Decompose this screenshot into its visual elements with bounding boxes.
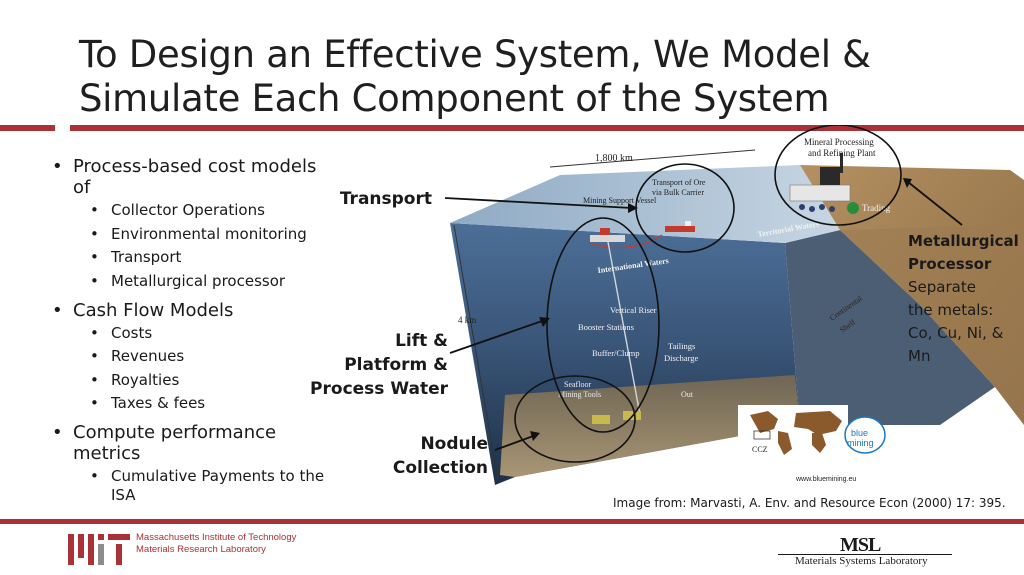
title-line-1: To Design an Effective System, We Model … — [79, 33, 871, 76]
arrow-transport — [444, 197, 633, 209]
metallurgical-body-line: Mn — [908, 347, 931, 365]
sub-bullet-item: Costs — [52, 324, 327, 343]
title-line-2: Simulate Each Component of the System — [79, 77, 830, 120]
continental-slope — [840, 225, 1024, 425]
callout-ellipse-processing — [774, 125, 902, 226]
arrow-nodule — [494, 434, 537, 451]
image-credit: Image from: Marvasti, A. Env. and Resour… — [613, 496, 1006, 510]
discharge-label: Discharge — [664, 353, 699, 363]
sub-bullet-item: Environmental monitoring — [52, 225, 327, 244]
out-label: Out — [681, 390, 694, 399]
lift-callout-label: Lift & Platform & Process Water — [300, 329, 448, 401]
arrowhead-metallurgical — [903, 178, 912, 188]
blue-mining-logo: blue mining — [844, 416, 886, 454]
nodule-callout-label: Nodule Collection — [380, 432, 488, 480]
msl-logo: MSL — [840, 534, 881, 556]
trading-label: Trading — [862, 203, 891, 213]
mit-lab: Materials Research Laboratory — [136, 544, 266, 555]
metallurgical-heading-line: Metallurgical — [908, 232, 1019, 250]
metallurgical-heading-line: Processor — [908, 255, 992, 273]
vertical-riser — [607, 241, 641, 416]
ocean-right-face — [785, 230, 995, 425]
blue-mining-word-1: blue — [851, 428, 868, 438]
processing-plant — [789, 153, 851, 212]
seafloor — [500, 375, 800, 477]
callout-ellipse-lift — [546, 217, 660, 433]
arrowhead-transport — [628, 203, 638, 213]
world-map — [738, 405, 848, 460]
arrowhead-lift — [539, 317, 550, 327]
bullet-list: Process-based cost models of Collector O… — [52, 156, 327, 514]
sub-bullet-item: Metallurgical processor — [52, 272, 327, 291]
sub-bullet-item: Taxes & fees — [52, 394, 327, 413]
transport-of-ore-label-2: via Bulk Carrier — [652, 188, 704, 197]
accent-bar-right — [70, 125, 1024, 131]
booster-stations-label: Booster Stations — [578, 322, 634, 332]
deep-sea-mining-illustration: 1,800 km 4 km Trading Mineral Processing… — [444, 125, 1024, 485]
seafloor-label: Seafloor — [564, 380, 591, 389]
bullet-item: Cash Flow Models — [52, 300, 327, 321]
transport-of-ore-label-1: Transport of Ore — [652, 178, 706, 187]
mining-support-vessel-label: Mining Support Vessel — [583, 196, 657, 205]
bullet-group-cost-models: Process-based cost models of Collector O… — [52, 156, 327, 291]
mining-tools-label: Mining Tools — [558, 390, 601, 399]
transport-callout-label: Transport — [339, 189, 432, 209]
arrowhead-nodule — [530, 431, 540, 441]
ccz-label: CCZ — [752, 445, 768, 454]
lift-label-line: Lift & — [395, 331, 448, 351]
msl-lab-name: Materials Systems Laboratory — [795, 555, 928, 567]
lift-label-line: Process Water — [310, 379, 448, 399]
accent-bar-left — [0, 125, 55, 131]
sub-bullet-item: Royalties — [52, 371, 327, 390]
msl-rule — [778, 554, 952, 555]
nodule-label-line: Nodule — [420, 434, 488, 454]
bulk-carrier — [665, 221, 695, 232]
tailings-label: Tailings — [668, 341, 695, 351]
mining-support-vessel — [590, 228, 625, 242]
metallurgical-body-line: Co, Cu, Ni, & — [908, 324, 1004, 342]
mineral-processing-label-2: and Refining Plant — [808, 148, 876, 158]
sub-bullet-item: Collector Operations — [52, 201, 327, 220]
metallurgical-body-line: the metals: — [908, 301, 994, 319]
page-title: To Design an Effective System, We Model … — [79, 33, 979, 121]
depth-arrow — [453, 224, 499, 481]
mit-footer-text: Massachusetts Institute of Technology Ma… — [136, 532, 296, 556]
bullet-group-metrics: Compute performance metrics Cumulative P… — [52, 422, 327, 505]
metallurgical-callout: Metallurgical Processor Separate the met… — [908, 230, 1024, 368]
depth-label: 4 km — [458, 315, 476, 325]
bullet-item: Process-based cost models of — [52, 156, 327, 198]
mit-logo — [68, 534, 130, 565]
arrow-lift — [449, 319, 546, 354]
sub-bullet-item: Cumulative Payments to the ISA — [52, 467, 327, 505]
blue-mining-word-2: mining — [847, 438, 874, 448]
distance-arrow — [549, 149, 756, 168]
bullet-group-cash-flow: Cash Flow Models Costs Revenues Royaltie… — [52, 300, 327, 414]
nodule-label-line: Collection — [392, 458, 488, 478]
mineral-processing-label-1: Mineral Processing — [804, 137, 874, 147]
bullet-item: Compute performance metrics — [52, 422, 327, 464]
trading-icon — [847, 202, 859, 214]
collector-vehicle — [592, 415, 610, 424]
callout-ellipse-nodule — [514, 375, 636, 463]
sub-bullet-item: Transport — [52, 248, 327, 267]
sub-bullet-item: Revenues — [52, 347, 327, 366]
vertical-riser-label: Vertical Riser — [610, 305, 657, 315]
buffer-clump-label: Buffer/Clump — [592, 348, 640, 358]
ocean-surface — [450, 165, 840, 243]
arrow-metallurgical — [907, 181, 963, 226]
distance-label: 1,800 km — [595, 153, 633, 164]
mit-institution: Massachusetts Institute of Technology — [136, 532, 297, 543]
lift-label-line: Platform & — [344, 355, 448, 375]
accent-bar-bottom — [0, 519, 1024, 524]
blue-mining-website: www.bluemining.eu — [795, 476, 856, 483]
metallurgical-body-line: Separate — [908, 278, 976, 296]
ship-route — [589, 234, 663, 249]
